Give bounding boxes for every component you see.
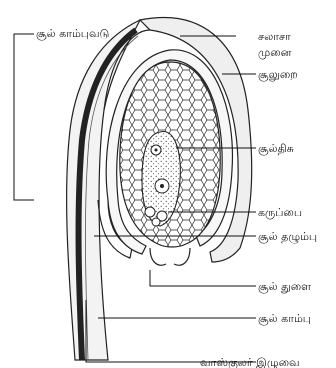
label-nucellus: சூல்திசு: [258, 142, 294, 156]
leader-vascular: [86, 300, 256, 362]
micropyle: [150, 248, 190, 265]
leader-micropyle: [150, 270, 256, 286]
label-chalazal-end-2: முனை: [258, 46, 292, 59]
label-vascular-strand: வாஸ்குலர் இழுவை: [200, 356, 300, 368]
label-funicle: சூல் காம்புவடு: [36, 27, 109, 41]
label-stalk: சூல் காம்பு: [258, 312, 311, 326]
label-micropylar-collar: சூல் தழும்பு: [258, 230, 317, 244]
label-chalazal-end: சலாசா: [258, 30, 291, 43]
label-micropyle: சூல் துளை: [258, 280, 311, 294]
leader-funicle: [14, 34, 34, 200]
label-integument: சூலுறை: [258, 68, 298, 82]
label-embryo-sac: கருப்பை: [258, 206, 302, 219]
